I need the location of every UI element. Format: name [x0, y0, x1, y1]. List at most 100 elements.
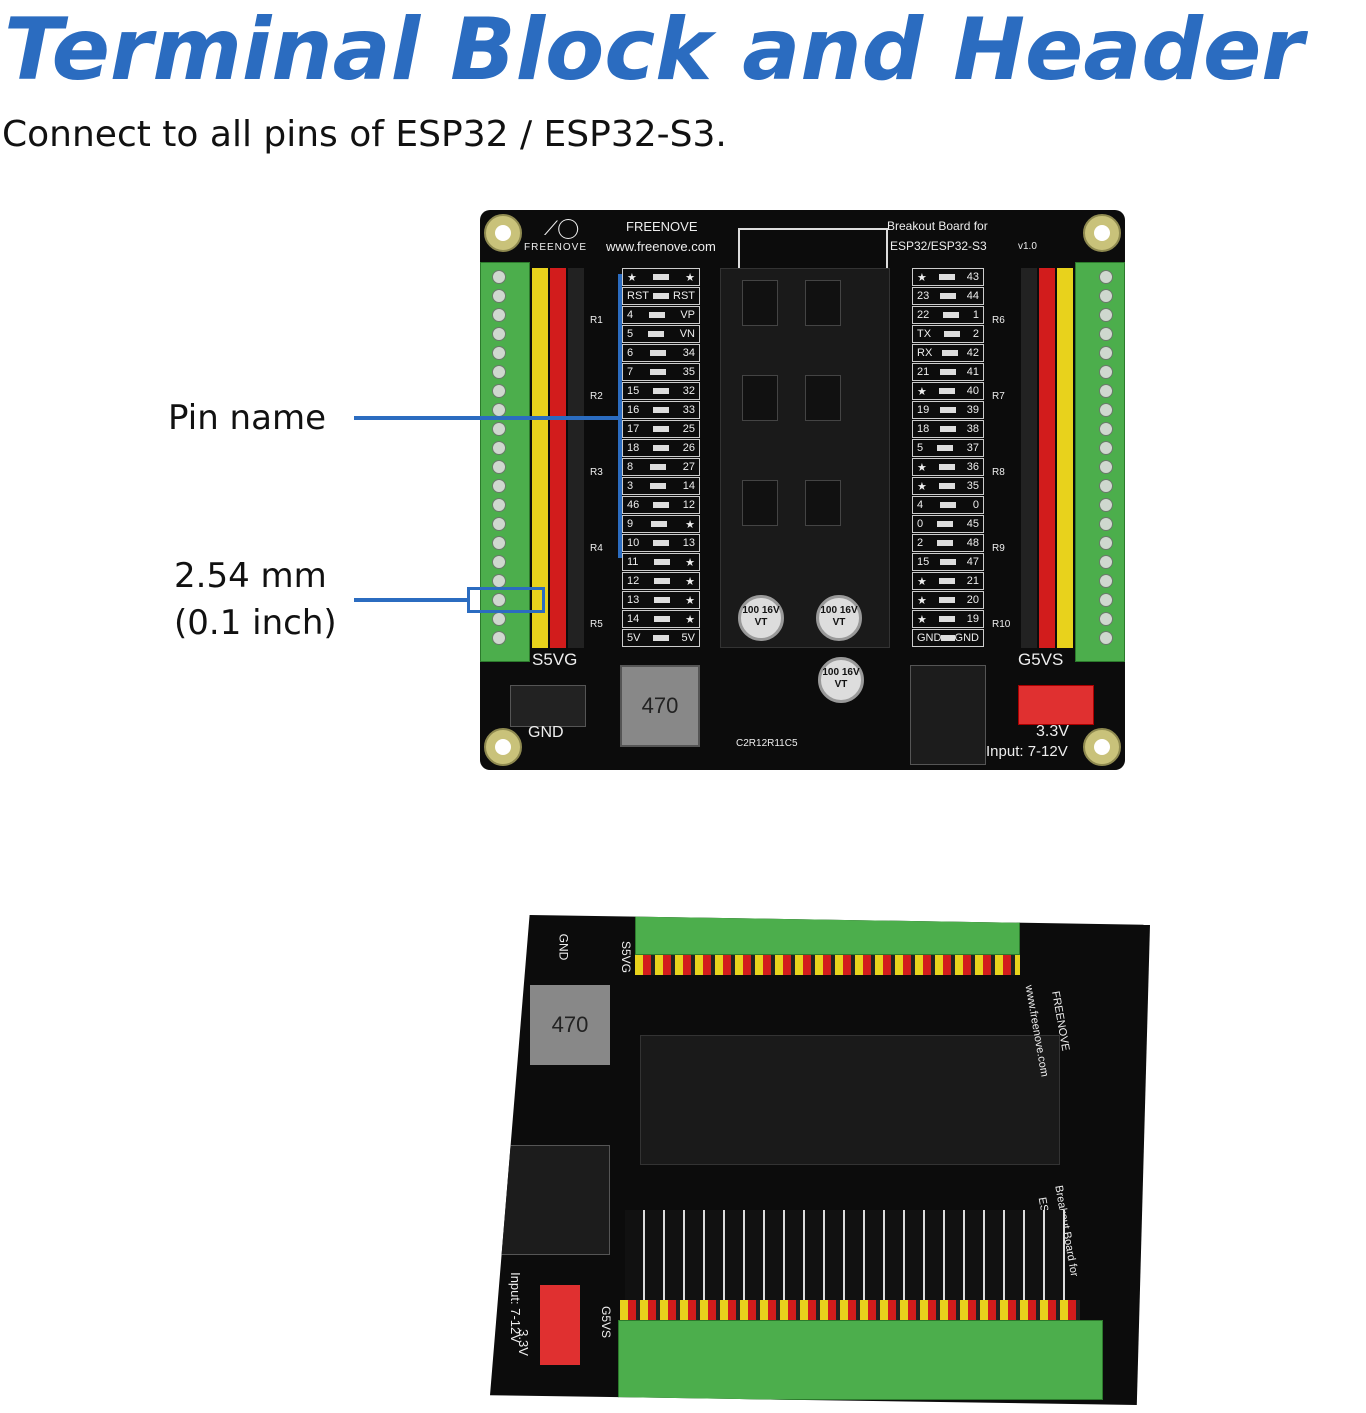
pin-label: RST — [673, 290, 695, 302]
header-row-top — [635, 955, 1020, 975]
screw-icon — [1099, 365, 1113, 379]
led-icon — [654, 578, 671, 584]
led-icon — [654, 597, 671, 603]
pin-label: 40 — [966, 385, 979, 397]
pin-label: 0 — [972, 499, 979, 511]
screw-icon — [492, 460, 506, 474]
pin-label: 16 — [627, 404, 640, 416]
gnd-label: GND — [528, 724, 564, 741]
left-header-label: S5VG — [532, 650, 578, 669]
breakout-board-angled-view: 470 GND S5VG www.freenove.com FREENOVE B… — [490, 915, 1150, 1405]
led-icon — [940, 369, 956, 375]
esp32-socket — [640, 1035, 1060, 1165]
led-icon — [653, 293, 669, 299]
pin-name-annotation: Pin name — [168, 398, 326, 438]
screw-icon — [492, 308, 506, 322]
screw-icon — [492, 593, 506, 607]
pin-label: 45 — [966, 518, 979, 530]
pin-label: 8 — [627, 461, 634, 473]
pin-label: ★ — [917, 480, 927, 493]
header-signal-right — [1057, 268, 1073, 648]
pin-label: 12 — [627, 575, 640, 587]
led-icon — [940, 407, 956, 413]
led-icon — [940, 502, 956, 508]
led-icon — [649, 369, 666, 375]
capacitor: 100 16V VT — [738, 595, 784, 641]
led-icon — [938, 616, 955, 622]
screw-icon — [1099, 517, 1113, 531]
esp32-socket — [720, 268, 890, 648]
pin-label: 23 — [917, 290, 930, 302]
resistor-label: R10 — [992, 619, 1011, 630]
led-icon — [938, 578, 955, 584]
led-icon — [943, 331, 960, 337]
resistor-label: R6 — [992, 315, 1005, 326]
pitch-pointer — [354, 598, 468, 602]
pin-label: 35 — [682, 366, 695, 378]
pin-label-row: 11★ — [622, 553, 700, 571]
inductor: 470 — [620, 665, 700, 747]
3v3-label-angled: 3.3V — [515, 1329, 531, 1356]
led-icon — [943, 312, 960, 318]
led-icon — [654, 616, 671, 622]
resistor-label: R7 — [992, 391, 1005, 402]
resistor-label: R8 — [992, 467, 1005, 478]
header-row-bottom — [620, 1300, 1080, 1320]
led-icon — [938, 464, 955, 470]
led-icon — [653, 502, 669, 508]
pin-label: 20 — [966, 594, 979, 606]
pin-label: ★ — [917, 385, 927, 398]
led-icon — [653, 388, 669, 394]
screw-icon — [492, 498, 506, 512]
right-header-label-angled: G5VS — [599, 1305, 614, 1339]
pin-label: ★ — [685, 613, 695, 626]
pin-label: 39 — [966, 404, 979, 416]
screw-icon — [1099, 479, 1113, 493]
pin-label: 19 — [917, 404, 930, 416]
pin-label: VP — [680, 309, 695, 321]
screw-icon — [1099, 460, 1113, 474]
gnd-label-angled: GND — [556, 933, 571, 961]
screw-icon — [1099, 403, 1113, 417]
ic-chip — [742, 280, 778, 326]
inductor: 470 — [530, 985, 610, 1065]
pin-label: 18 — [627, 442, 640, 454]
pin-label-row: 9★ — [622, 515, 700, 533]
led-icon — [653, 426, 669, 432]
pin-label: 47 — [966, 556, 979, 568]
screw-icon — [492, 536, 506, 550]
3v3-header — [540, 1285, 580, 1365]
pin-label: 14 — [627, 613, 640, 625]
terminal-block-bottom — [618, 1320, 1103, 1400]
pin-name-bracket — [618, 274, 622, 558]
pin-label: 43 — [966, 271, 979, 283]
led-icon — [649, 350, 666, 356]
screw-icon — [492, 384, 506, 398]
pin-label: 4 — [917, 499, 924, 511]
version: v1.0 — [1018, 241, 1037, 252]
ic-chip — [805, 480, 841, 526]
header-signal-left — [532, 268, 548, 648]
screw-icon — [1099, 574, 1113, 588]
pin-label: ★ — [685, 594, 695, 607]
pin-label-row: 12★ — [622, 572, 700, 590]
pin-label: 41 — [966, 366, 979, 378]
pin-label: 14 — [682, 480, 695, 492]
screw-icon — [1099, 289, 1113, 303]
pin-label: ★ — [917, 594, 927, 607]
pin-label: 21 — [966, 575, 979, 587]
ic-chip — [742, 375, 778, 421]
ic-chip — [805, 280, 841, 326]
capacitor: 100 16V VT — [818, 657, 864, 703]
screw-icon — [492, 631, 506, 645]
pin-label: 48 — [966, 537, 979, 549]
pin-label: 9 — [627, 518, 634, 530]
pin-label: 21 — [917, 366, 930, 378]
led-icon — [941, 635, 955, 641]
